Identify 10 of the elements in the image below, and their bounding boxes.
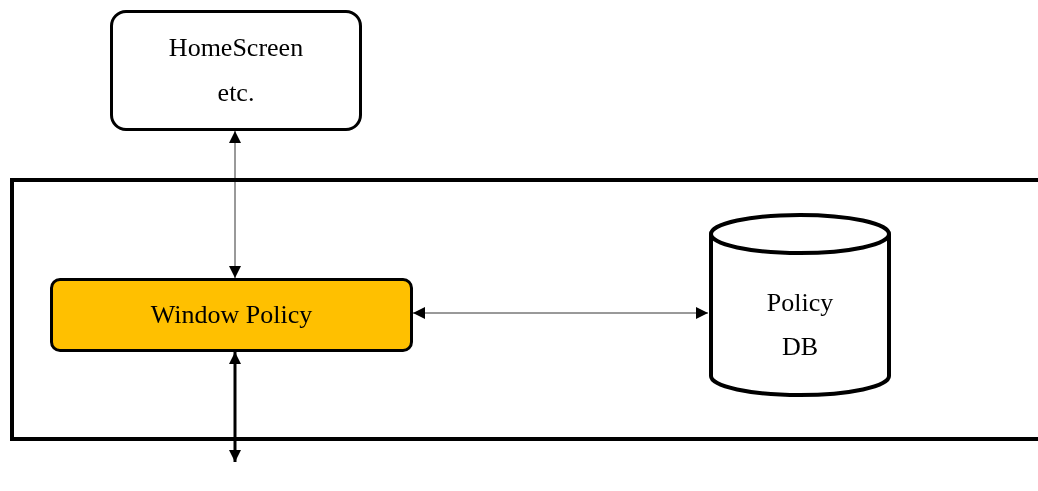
node-label: Window Policy bbox=[150, 298, 313, 331]
process-box bbox=[110, 10, 362, 131]
node-label: Policy DB bbox=[765, 286, 835, 363]
arrow bbox=[412, 307, 709, 319]
arrow bbox=[229, 352, 241, 462]
arrow bbox=[229, 130, 241, 279]
database-cylinder bbox=[708, 212, 892, 398]
boundary-box bbox=[10, 178, 1038, 441]
node-label: HomeScreen etc. bbox=[167, 32, 305, 109]
process-box bbox=[50, 278, 413, 352]
